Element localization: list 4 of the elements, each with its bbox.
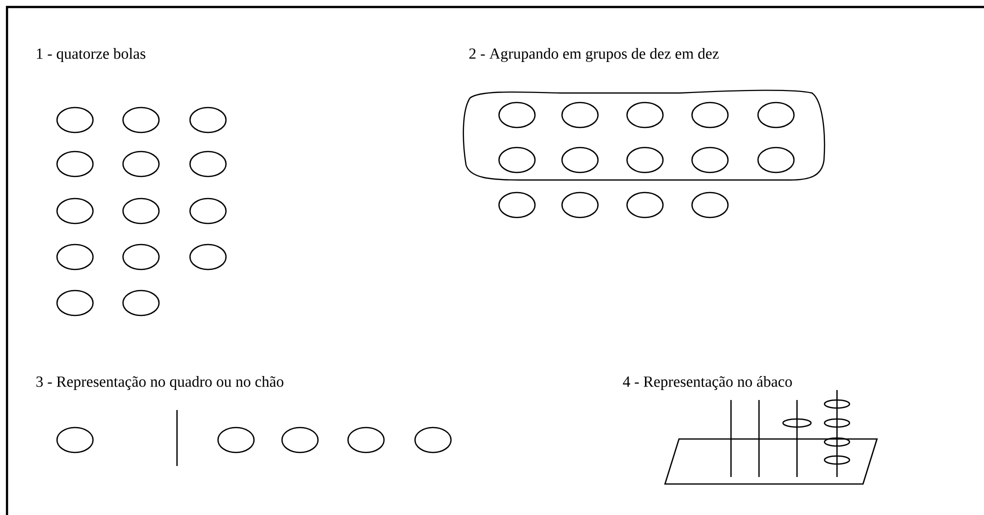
section-heading: 4 - Representação no ábaco: [622, 376, 792, 390]
section-heading: 2 - Agrupando em grupos de dez em dez: [469, 48, 719, 62]
section-heading: 1 - quatorze bolas: [37, 48, 146, 62]
section-heading: 3 - Representação no quadro ou no chão: [36, 376, 284, 390]
